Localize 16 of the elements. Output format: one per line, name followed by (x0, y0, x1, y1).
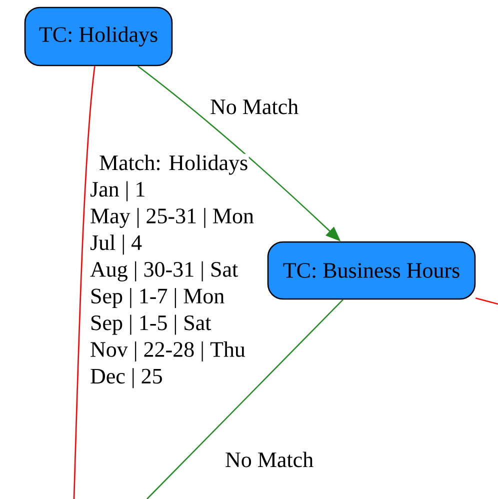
connector-line (146, 299, 344, 499)
schedule-line: Nov | 22-28 | Thu (89, 340, 246, 362)
connector-line (475, 297, 498, 305)
schedule-line: Jan | 1 (89, 180, 147, 202)
connector-line (73, 66, 96, 499)
edge-label: Match: Holidays (98, 154, 249, 176)
edge-label: No Match (209, 98, 300, 116)
process-box: TC: Holidays (24, 6, 173, 66)
schedule-line: Sep | 1-5 | Sat (89, 314, 212, 336)
schedule-line: Sep | 1-7 | Mon (89, 287, 226, 309)
process-box: TC: Business Hours (267, 241, 476, 300)
schedule-line: Aug | 30-31 | Sat (89, 260, 239, 282)
schedule-line: May | 25-31 | Mon (89, 207, 255, 229)
schedule-line: Jul | 4 (89, 234, 143, 256)
schedule-line: Dec | 25 (89, 367, 164, 389)
edge-label: No Match (224, 450, 314, 468)
